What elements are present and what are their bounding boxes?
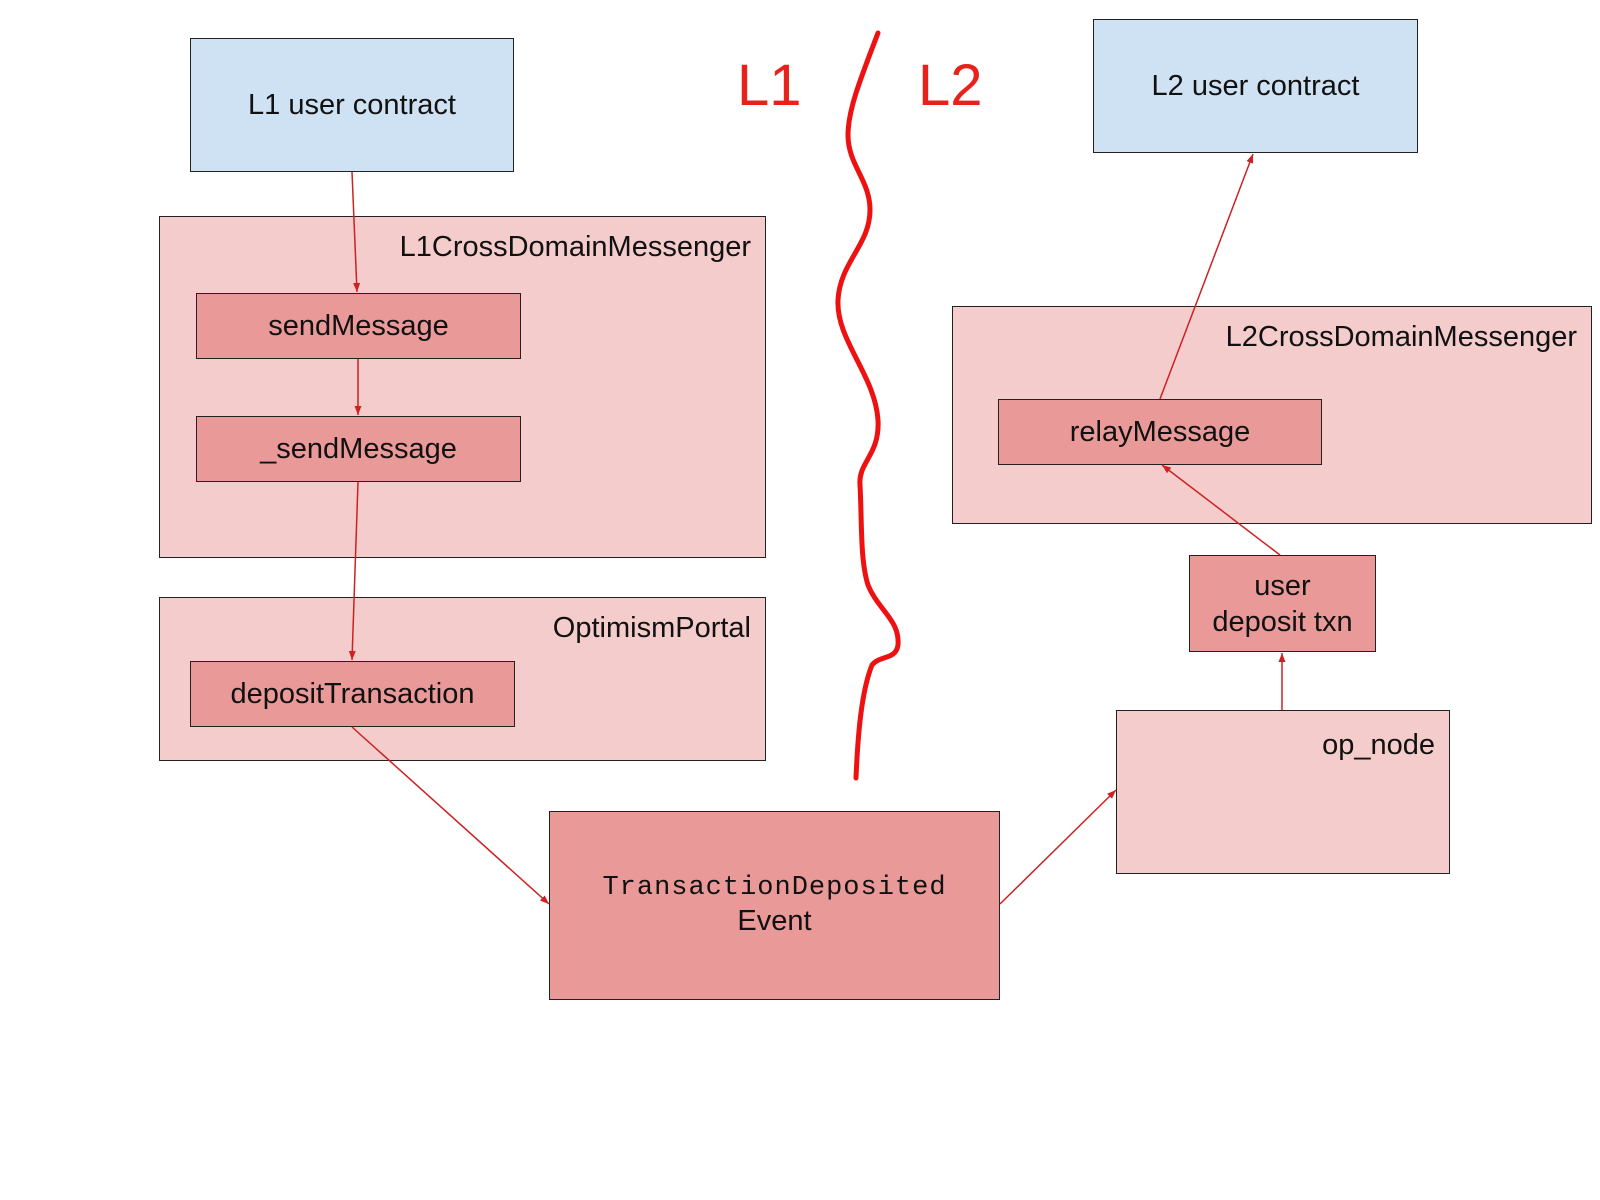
optimism-portal-title: OptimismPortal xyxy=(552,612,751,644)
l1-cross-domain-messenger-box: L1CrossDomainMessenger xyxy=(159,216,766,558)
send-message-box: sendMessage xyxy=(196,293,521,359)
l1-user-contract-box: L1 user contract xyxy=(190,38,514,172)
event-name-label: TransactionDeposited xyxy=(602,873,947,903)
l2-cross-domain-messenger-title: L2CrossDomainMessenger xyxy=(1225,321,1577,353)
op-node-title: op_node xyxy=(1322,729,1435,761)
arrow-user-to-sendmessage xyxy=(351,171,361,293)
deposit-transaction-label: depositTransaction xyxy=(230,677,475,710)
internal-send-message-box: _sendMessage xyxy=(196,416,521,482)
deposit-transaction-box: depositTransaction xyxy=(190,661,515,727)
op-node-box: op_node xyxy=(1116,710,1450,874)
l1-region-label: L1 xyxy=(737,53,802,118)
relay-message-label: relayMessage xyxy=(1069,415,1251,448)
l1-cross-domain-messenger-title: L1CrossDomainMessenger xyxy=(399,231,751,263)
transaction-deposited-event-box: TransactionDeposited Event xyxy=(549,811,1000,1000)
arrow-usertxn-to-relay xyxy=(1161,464,1281,556)
user-deposit-txn-line1: user xyxy=(1254,569,1311,602)
l2-region-label: L2 xyxy=(918,53,983,118)
send-message-label: sendMessage xyxy=(268,309,449,342)
arrow-event-to-opnode xyxy=(999,789,1117,905)
user-deposit-txn-line2: deposit txn xyxy=(1212,605,1353,638)
user-deposit-txn-box: user deposit txn xyxy=(1189,555,1376,652)
arrow-relay-to-l2user xyxy=(1159,153,1254,400)
l2-user-contract-label: L2 user contract xyxy=(1151,69,1360,102)
internal-send-message-label: _sendMessage xyxy=(260,432,457,465)
arrow-internal-to-deposit xyxy=(348,481,359,661)
arrow-deposit-to-event xyxy=(351,726,550,905)
event-suffix-label: Event xyxy=(737,905,812,937)
l2-user-contract-box: L2 user contract xyxy=(1093,19,1418,153)
l1-user-contract-label: L1 user contract xyxy=(248,88,456,121)
divider-line xyxy=(835,30,901,781)
relay-message-box: relayMessage xyxy=(998,399,1322,465)
